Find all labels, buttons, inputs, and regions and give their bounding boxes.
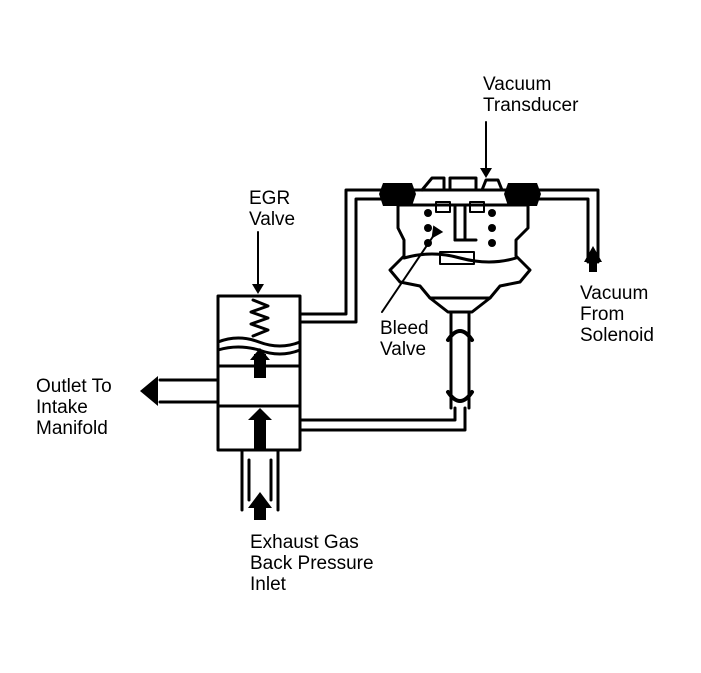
egr-valve-pintle	[254, 414, 266, 450]
solenoid-arrow	[584, 246, 602, 272]
egr-arrowhead	[252, 284, 264, 294]
vacuum-hose-egr	[298, 188, 390, 324]
label-vacuum-transducer: Vacuum Transducer	[483, 74, 579, 116]
transducer-link-tube	[449, 310, 471, 410]
label-bleed-valve: Bleed Valve	[380, 318, 429, 360]
transducer-arrowhead	[480, 168, 492, 178]
outlet-pipe	[158, 378, 220, 404]
vacuum-hose-solenoid	[536, 188, 600, 264]
transducer-cap	[420, 176, 504, 192]
back-pressure-line	[298, 406, 467, 432]
hose-fitting-right	[504, 183, 541, 206]
label-exhaust-gas-inlet: Exhaust Gas Back Pressure Inlet	[250, 532, 374, 595]
bleed-arrowhead	[431, 225, 444, 239]
label-egr-valve: EGR Valve	[249, 188, 296, 230]
exhaust-inlet-arrow	[248, 492, 272, 520]
egr-spring	[249, 298, 270, 338]
label-outlet-to-intake-manifold: Outlet To Intake Manifold	[36, 376, 112, 439]
outlet-arrow	[140, 376, 158, 406]
hose-fitting-left	[379, 183, 416, 206]
exhaust-inlet-pipe	[240, 448, 280, 512]
label-vacuum-from-solenoid: Vacuum From Solenoid	[580, 283, 654, 346]
